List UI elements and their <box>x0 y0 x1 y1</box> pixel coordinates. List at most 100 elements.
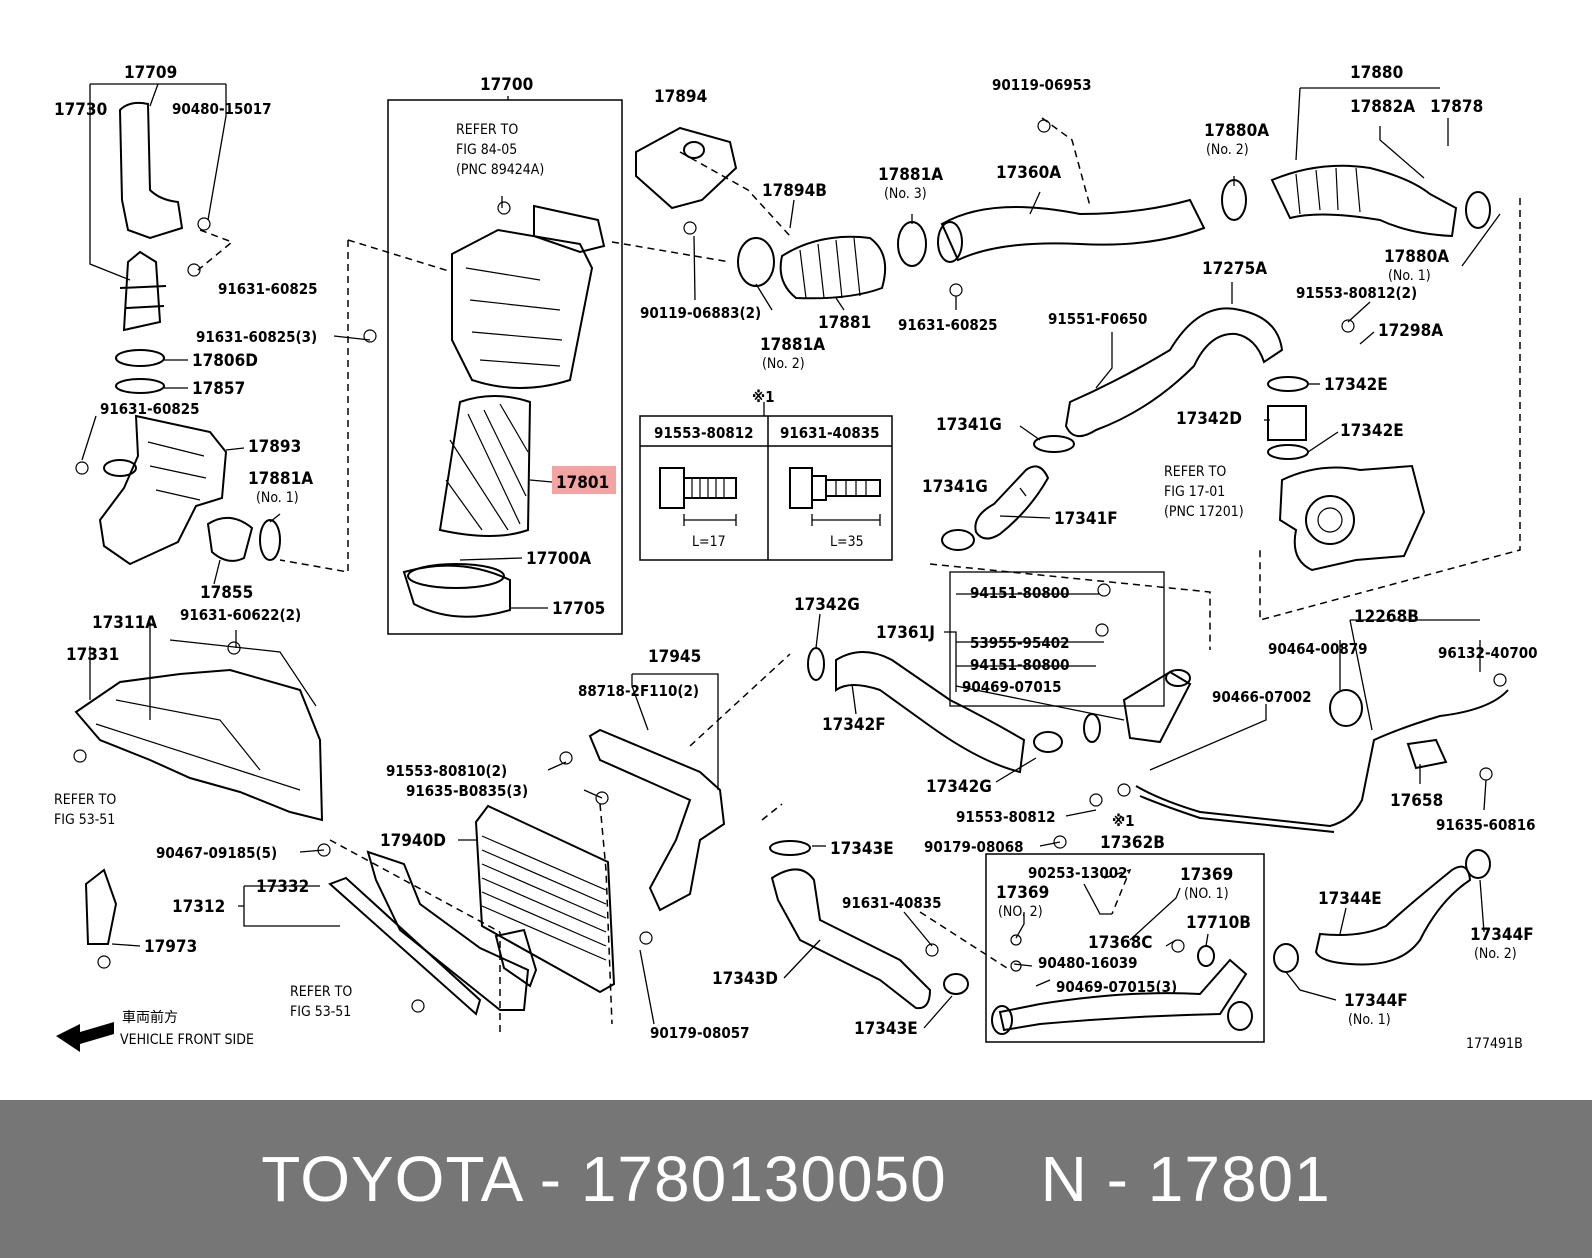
cooler-pipe-group-box <box>985 853 1265 1043</box>
label-17344F-a: 17344F <box>1470 925 1534 945</box>
label-53955-95402: 53955-95402 <box>970 634 1070 652</box>
label-17881A-no1: 17881A <box>248 469 313 489</box>
note-refer-17-line2: FIG 17-01 <box>1164 484 1225 500</box>
hose-17341F-shape <box>974 465 1050 540</box>
label-17940D: 17940D <box>380 831 446 851</box>
turbocharger-shape <box>1278 464 1426 572</box>
note-refer-84-line1: REFER TO <box>456 122 518 138</box>
label-91553-80812-b: 91553-80812 <box>956 808 1056 826</box>
label-91551-F0650: 91551-F0650 <box>1048 310 1147 328</box>
label-90467-09185: 90467-09185(5) <box>156 844 277 862</box>
label-12268B: 12268B <box>1354 607 1419 627</box>
part-title: TOYOTA - 1780130050 N - 17801 <box>261 1143 1331 1215</box>
drawing-id: 177491B <box>1466 1036 1523 1052</box>
bolt-table-length-2: L=35 <box>830 534 864 550</box>
label-17298A: 17298A <box>1378 321 1443 341</box>
pipe-17362B-shape <box>998 958 1248 1032</box>
label-90179-08057: 90179-08057 <box>650 1024 750 1042</box>
label-91553-80810: 91553-80810(2) <box>386 762 507 780</box>
label-17362B: 17362B <box>1100 833 1165 853</box>
label-91553-80812-2: 91553-80812(2) <box>1296 284 1417 302</box>
air-cleaner-case-shape <box>451 228 594 389</box>
label-no2-c: (NO. 2) <box>998 904 1043 920</box>
note-refer-17-line1: REFER TO <box>1164 464 1226 480</box>
label-no2-b: (No. 2) <box>762 356 805 372</box>
label-17275A: 17275A <box>1202 259 1267 279</box>
label-17341G-b: 17341G <box>922 477 988 497</box>
label-17973: 17973 <box>144 937 197 957</box>
label-17331: 17331 <box>66 645 119 665</box>
label-17342E-b: 17342E <box>1340 421 1404 441</box>
label-91631-60622: 91631-60622(2) <box>180 606 301 624</box>
label-90480-15017: 90480-15017 <box>172 100 272 118</box>
label-17343E-b: 17343E <box>854 1019 918 1039</box>
label-17369-b: 17369 <box>996 883 1049 903</box>
brace-17332-shape <box>328 876 482 1016</box>
label-17658: 17658 <box>1390 791 1443 811</box>
shield-17311A-shape <box>74 668 324 822</box>
hose-17343D-shape <box>770 868 932 1010</box>
label-17894: 17894 <box>654 87 707 107</box>
parts-diagram: 17709 17730 90480-15017 17700 REFER TO F… <box>54 63 1538 1052</box>
label-17312: 17312 <box>172 897 225 917</box>
label-17342G-b: 17342G <box>926 777 992 797</box>
inlet-bracket-shape <box>98 414 228 566</box>
label-17342F: 17342F <box>822 715 886 735</box>
highlight-17801-box <box>552 466 616 494</box>
hose-17342F-shape <box>835 651 1026 774</box>
note-refer-84-line2: FIG 84-05 <box>456 142 517 158</box>
label-17342D: 17342D <box>1176 409 1242 429</box>
bolt-drawing-1 <box>659 467 737 526</box>
label-17361J: 17361J <box>876 623 935 643</box>
label-96132-40700: 96132-40700 <box>1438 644 1538 662</box>
label-90119-06883: 90119-06883(2) <box>640 304 761 322</box>
label-17311A: 17311A <box>92 613 157 633</box>
label-17705: 17705 <box>552 599 605 619</box>
label-17880A-no2: 17880A <box>1204 121 1269 141</box>
label-no1-b: (No. 1) <box>256 490 299 506</box>
label-17730: 17730 <box>54 100 107 120</box>
label-17882A: 17882A <box>1350 97 1415 117</box>
label-17369-a: 17369 <box>1180 865 1233 885</box>
label-90469-07015-a: 90469-07015 <box>962 678 1062 696</box>
label-91635-60816: 91635-60816 <box>1436 816 1536 834</box>
label-17880A-no1: 17880A <box>1384 247 1449 267</box>
label-17343D: 17343D <box>712 969 778 989</box>
filter-element-shape <box>438 395 532 537</box>
note-mark-2: ※1 <box>1112 812 1135 830</box>
label-17855: 17855 <box>200 583 253 603</box>
label-17881: 17881 <box>818 313 871 333</box>
note-refer-17-line3: (PNC 17201) <box>1164 504 1244 520</box>
hose-12268B-shape <box>1135 689 1509 828</box>
label-91631-60825-c: 91631-60825 <box>100 400 200 418</box>
label-17341G-a: 17341G <box>936 415 1002 435</box>
label-94151-80800-b: 94151-80800 <box>970 656 1070 674</box>
label-no1-d: (No. 1) <box>1348 1012 1391 1028</box>
label-17894B: 17894B <box>762 181 827 201</box>
bolt-table-length-1: L=17 <box>692 534 726 550</box>
front-label-jp: 車両前方 <box>122 1009 178 1026</box>
note-refer-84-line3: (PNC 89424A) <box>456 162 544 178</box>
label-no1-c: (NO. 1) <box>1184 886 1229 902</box>
label-17893: 17893 <box>248 437 301 457</box>
label-91631-60825-3: 91631-60825(3) <box>196 328 317 346</box>
front-arrow-icon <box>56 1022 114 1052</box>
label-17710B: 17710B <box>1186 913 1251 933</box>
intake-pipe-17360A-shape <box>940 198 1206 262</box>
note-refer-53a-line1: REFER TO <box>54 792 116 808</box>
label-no2-d: (No. 2) <box>1474 946 1517 962</box>
label-17878: 17878 <box>1430 97 1483 117</box>
label-17857: 17857 <box>192 379 245 399</box>
label-90469-07015-b: 90469-07015(3) <box>1056 978 1177 996</box>
label-17700A: 17700A <box>526 549 591 569</box>
label-17801: 17801 <box>556 473 609 493</box>
label-17881A-no3: 17881A <box>878 165 943 185</box>
label-no3: (No. 3) <box>884 186 927 202</box>
label-17344F-b: 17344F <box>1344 991 1408 1011</box>
bolt-table-header-2: 91631-40835 <box>780 424 880 442</box>
label-17343E-a: 17343E <box>830 839 894 859</box>
label-90466-07002: 90466-07002 <box>1212 688 1312 706</box>
label-90179-08068: 90179-08068 <box>924 838 1024 856</box>
bolt-table-box <box>639 415 893 561</box>
label-91631-40835: 91631-40835 <box>842 894 942 912</box>
